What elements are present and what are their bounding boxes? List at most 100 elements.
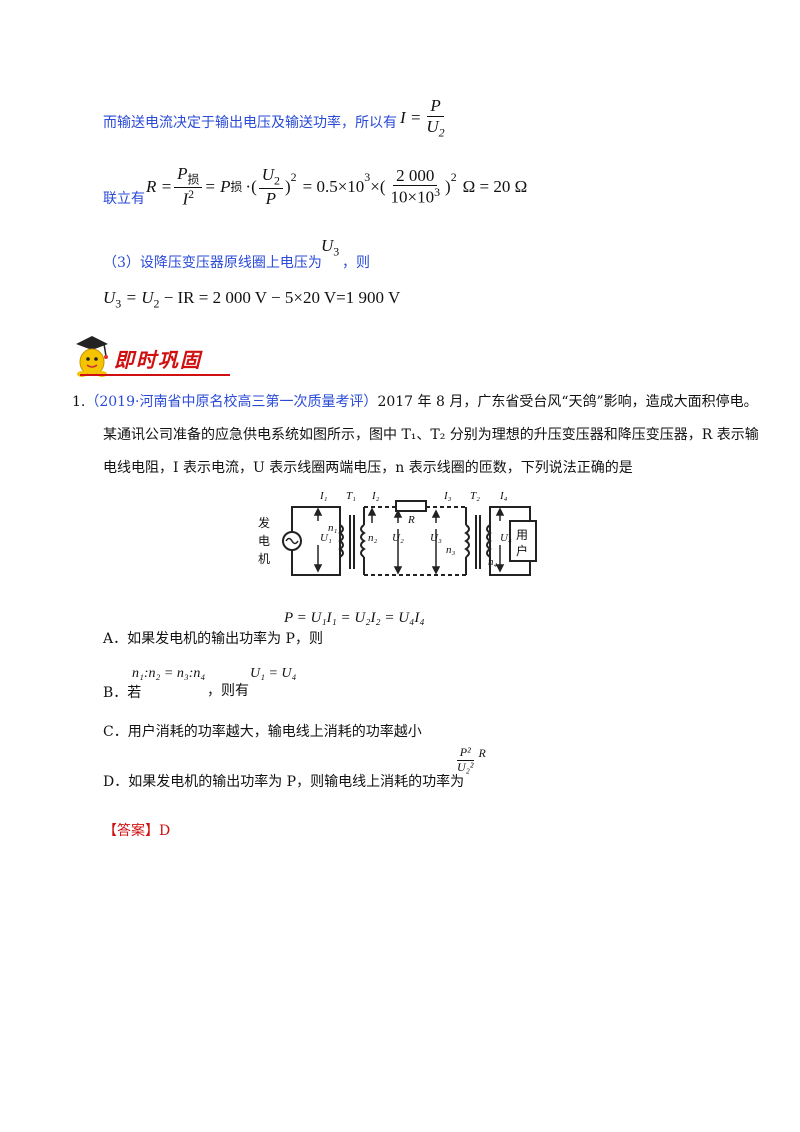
mid-value: = 0.5×10 bbox=[302, 176, 365, 196]
fraction-p-over-u2: P U2 bbox=[423, 96, 447, 140]
label-n4: n₄ bbox=[488, 556, 498, 568]
label-generator-2: 电 bbox=[258, 534, 270, 548]
option-a-text: A．如果发电机的输出功率为 P，则 bbox=[103, 631, 323, 647]
num: 2 000 bbox=[393, 166, 438, 187]
sub-sun: 损 bbox=[230, 180, 243, 195]
sym: U bbox=[321, 236, 334, 255]
question-stem-3: 电线电阻，I 表示电流，U 表示线圈两端电压，n 表示线圈的匝数，下列说法正确的… bbox=[103, 457, 633, 477]
label-generator-3: 机 bbox=[258, 552, 270, 566]
sup: 3 bbox=[434, 185, 441, 200]
label-i4: I₄ bbox=[499, 490, 508, 502]
label-generator-1: 发 bbox=[258, 515, 270, 530]
stem-3: 电线电阻，I 表示电流，U 表示线圈两端电压，n 表示线圈的匝数，下列说法正确的… bbox=[103, 460, 633, 476]
fraction-ploss-over-i2: P损 I2 bbox=[174, 164, 203, 209]
fraction-u2-over-p: U2 P bbox=[258, 164, 283, 209]
circuit-diagram: I₁ T₁ I₂ R I₃ T₂ I₄ U₁ n₁ n₂ U₂ U₃ n₃ U₄… bbox=[258, 490, 537, 576]
option-b-label[interactable]: B．若 bbox=[103, 682, 141, 702]
sym: I bbox=[182, 189, 189, 209]
eq-ploss: = P bbox=[204, 176, 231, 196]
stem-1: 2017 年 8 月，广东省受台风“天鸽”影响，造成大面积停电。 bbox=[377, 394, 758, 410]
mid-sup: 3 bbox=[364, 170, 371, 184]
option-d-formula: P² U₂² R bbox=[452, 745, 486, 775]
label-lianliyou: 联立有 bbox=[103, 191, 145, 207]
section-header: 即时巩固 bbox=[70, 334, 230, 380]
section-title: 即时巩固 bbox=[114, 348, 202, 372]
section-underline bbox=[80, 374, 230, 376]
label-t2: T₂ bbox=[470, 490, 480, 502]
fraction-numerator: P bbox=[427, 96, 444, 117]
label-i2: I₂ bbox=[371, 490, 380, 502]
label-u3: U₃ bbox=[430, 532, 442, 544]
option-b-condition: n₁:n₂ = n₃:n₄ bbox=[132, 666, 206, 681]
solution-line-1: 而输送电流决定于输出电压及输送功率，所以有 bbox=[103, 112, 397, 132]
sub: 3 bbox=[333, 244, 340, 259]
label-user-2: 户 bbox=[516, 543, 528, 558]
square-2: 2 bbox=[450, 170, 457, 184]
answer: 【答案】D bbox=[103, 820, 170, 840]
label-u1: U₁ bbox=[320, 532, 332, 544]
option-b-result: U₁ = U₄ bbox=[250, 666, 297, 681]
u3: U bbox=[103, 288, 116, 307]
den: U₂² bbox=[457, 759, 474, 774]
close-paren-2: ) bbox=[445, 176, 451, 196]
option-c-text: C．用户消耗的功率越大，输电线上消耗的功率越小 bbox=[103, 724, 422, 740]
option-a-formula: P = U₁I₁ = U₂I₂ = U₄I₄ bbox=[284, 610, 425, 626]
den: 10×103 bbox=[388, 185, 444, 207]
sym: U bbox=[261, 164, 275, 184]
times-paren: ×( bbox=[370, 176, 386, 196]
tail: ，则 bbox=[342, 255, 370, 271]
formula-lhs: I = bbox=[400, 107, 422, 127]
option-a[interactable]: A．如果发电机的输出功率为 P，则 bbox=[103, 628, 323, 648]
sym: P bbox=[177, 164, 188, 183]
den: P bbox=[265, 188, 277, 208]
eq-u2: = U bbox=[125, 288, 154, 307]
formula-r: R = bbox=[146, 176, 173, 196]
label-t1: T₁ bbox=[346, 490, 356, 502]
result: Ω = 20 Ω bbox=[462, 176, 528, 196]
den-symbol: U bbox=[426, 116, 439, 136]
question-stem-2: 某通讯公司准备的应急供电系统如图所示，图中 T₁、T₂ 分别为理想的升压变压器和… bbox=[103, 424, 759, 444]
close-paren: ) bbox=[284, 176, 291, 196]
answer-value: D bbox=[159, 823, 171, 839]
label-u2: U₂ bbox=[392, 532, 404, 544]
label-u4: U₄ bbox=[500, 532, 512, 544]
formula-current: I = P U2 bbox=[400, 96, 450, 140]
solution-line-1-text: 而输送电流决定于输出电压及输送功率，所以有 bbox=[103, 115, 397, 131]
den-subscript: 2 bbox=[438, 124, 445, 139]
num: U2 bbox=[258, 164, 283, 189]
sup: 2 bbox=[188, 187, 195, 202]
sym: 10×10 bbox=[390, 187, 435, 207]
label-i1: I₁ bbox=[319, 490, 328, 502]
label-user-1: 用 bbox=[516, 528, 528, 542]
label-n2: n₂ bbox=[368, 532, 378, 544]
option-d-text: D．如果发电机的输出功率为 P，则输电线上消耗的功率为 bbox=[103, 774, 465, 790]
u2-sub: 2 bbox=[153, 296, 160, 311]
question-source: （2019·河南省中原名校高三第一次质量考评） bbox=[85, 394, 378, 410]
symbol-r: R bbox=[478, 745, 486, 760]
label-r: R bbox=[407, 514, 415, 526]
u3-sub: 3 bbox=[115, 296, 122, 311]
rest: − IR = 2 000 V − 5×20 V=1 900 V bbox=[163, 288, 401, 307]
question-stem-1: 1.（2019·河南省中原名校高三第一次质量考评）2017 年 8 月，广东省受… bbox=[72, 391, 758, 411]
symbol-u3: U3 bbox=[321, 236, 339, 259]
fraction-p2-over-u22: P² U₂² bbox=[454, 745, 476, 775]
square: 2 bbox=[290, 170, 297, 184]
text: （3）设降压变压器原线圈上电压为 bbox=[103, 255, 322, 271]
solution-line-3-tail: ，则 bbox=[342, 252, 370, 272]
option-b-mid: ，则有 bbox=[207, 683, 249, 699]
sub: 2 bbox=[274, 173, 280, 188]
fraction-denominator: U2 bbox=[423, 117, 447, 140]
stem-2: 某通讯公司准备的应急供电系统如图所示，图中 T₁、T₂ 分别为理想的升压变压器和… bbox=[103, 427, 759, 443]
sub: 损 bbox=[187, 172, 200, 187]
option-c[interactable]: C．用户消耗的功率越大，输电线上消耗的功率越小 bbox=[103, 721, 422, 741]
num: P² bbox=[456, 745, 474, 761]
fraction-2000-over-10e4: 2 000 10×103 bbox=[388, 166, 444, 208]
answer-label: 【答案】 bbox=[103, 823, 159, 839]
option-d[interactable]: D．如果发电机的输出功率为 P，则输电线上消耗的功率为 bbox=[103, 771, 464, 791]
den: I2 bbox=[179, 187, 197, 209]
solution-line-2-label: 联立有 bbox=[103, 188, 145, 208]
num: P损 bbox=[174, 164, 203, 189]
dot-paren: ·( bbox=[245, 176, 257, 196]
label-n1: n₁ bbox=[328, 522, 338, 534]
